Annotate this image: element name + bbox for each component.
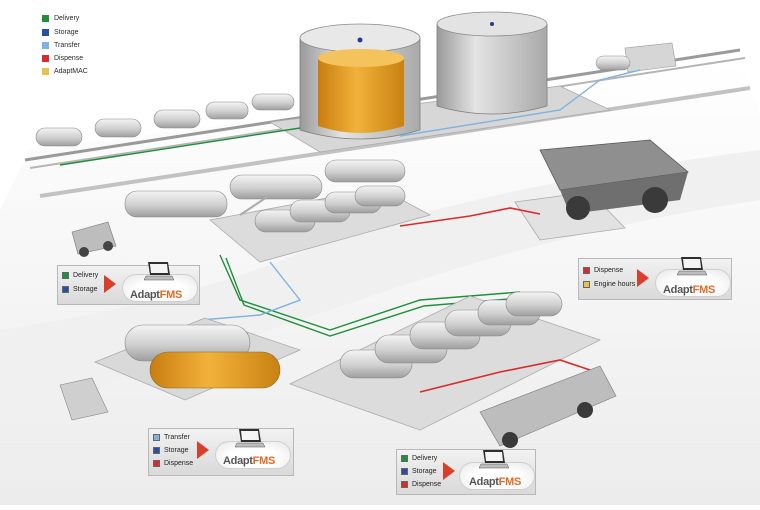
- panel-swatch: [62, 272, 69, 279]
- pickup-truck: [59, 377, 109, 421]
- stairway: [239, 194, 271, 216]
- panel-row: Engine hours: [583, 281, 635, 288]
- dispense-pad-center: [288, 295, 602, 431]
- adaptfms-logo: AdaptFMS: [130, 289, 182, 301]
- grey-storage-tank: [436, 11, 548, 115]
- cutaway-fuel-tank: [299, 23, 421, 140]
- laptop-icon: [479, 450, 509, 469]
- panel-swatch: [401, 468, 408, 475]
- arrow-icon: [197, 441, 209, 459]
- tanker-truck: [71, 221, 117, 257]
- adaptfms-logo: AdaptFMS: [663, 284, 715, 296]
- delivery-pipe-center: [219, 254, 521, 331]
- panel-row: Storage: [153, 447, 189, 454]
- legend-item-storage: Storage: [42, 29, 79, 36]
- legend-swatch: [42, 15, 49, 22]
- panel-row: Dispense: [153, 460, 193, 467]
- adaptfms-panel-left: Delivery Storage AdaptFMS: [57, 262, 200, 305]
- adaptfms-panel-right: Dispense Engine hours AdaptFMS: [578, 257, 732, 300]
- horizontal-tanks-left: [124, 324, 281, 389]
- haul-truck: [539, 139, 689, 220]
- adaptfms-panel-bottom-left: Transfer Storage Dispense AdaptFMS: [148, 428, 294, 476]
- legend-item-transfer: Transfer: [42, 42, 80, 49]
- tanker-train: [124, 159, 406, 218]
- arrow-icon: [637, 269, 649, 287]
- transfer-pipe-top: [399, 69, 641, 137]
- transfer-pipe-center: [199, 261, 302, 321]
- legend-item-adaptmac: AdaptMAC: [42, 68, 88, 75]
- panel-row: Storage: [401, 468, 437, 475]
- arrow-icon: [443, 462, 455, 480]
- legend-swatch: [42, 42, 49, 49]
- dispense-pipe-right: [399, 207, 541, 227]
- panel-row: Storage: [62, 286, 98, 293]
- panel-swatch: [583, 281, 590, 288]
- delivery-pipe-top: [59, 127, 301, 166]
- horizontal-tanks-delivery: [254, 185, 406, 233]
- cloud-icon: [655, 269, 731, 297]
- panel-row: Transfer: [153, 434, 190, 441]
- laptop-icon: [235, 429, 265, 448]
- adaptfms-logo: AdaptFMS: [223, 455, 275, 467]
- adaptfms-logo: AdaptFMS: [469, 476, 521, 488]
- panel-row: Dispense: [583, 267, 623, 274]
- panel-swatch: [401, 481, 408, 488]
- service-truck: [479, 365, 617, 448]
- adaptfms-panel-bottom-center: Delivery Storage Dispense AdaptFMS: [396, 449, 536, 495]
- panel-swatch: [153, 434, 160, 441]
- legend-swatch: [42, 29, 49, 36]
- arrow-icon: [104, 275, 116, 293]
- legend-item-delivery: Delivery: [42, 15, 79, 22]
- panel-row: Delivery: [401, 455, 437, 462]
- horizontal-tanks-center: [339, 291, 563, 379]
- laptop-icon: [677, 257, 707, 276]
- panel-swatch: [153, 460, 160, 467]
- legend-swatch: [42, 55, 49, 62]
- legend-swatch: [42, 68, 49, 75]
- panel-swatch: [62, 286, 69, 293]
- panel-swatch: [401, 455, 408, 462]
- dispense-pipe-center: [419, 359, 591, 393]
- panel-swatch: [153, 447, 160, 454]
- far-building: [595, 42, 677, 73]
- panel-row: Delivery: [62, 272, 98, 279]
- panel-swatch: [583, 267, 590, 274]
- legend-item-dispense: Dispense: [42, 55, 83, 62]
- panel-row: Dispense: [401, 481, 441, 488]
- rail-tank-cars: [35, 93, 295, 147]
- laptop-icon: [144, 262, 174, 281]
